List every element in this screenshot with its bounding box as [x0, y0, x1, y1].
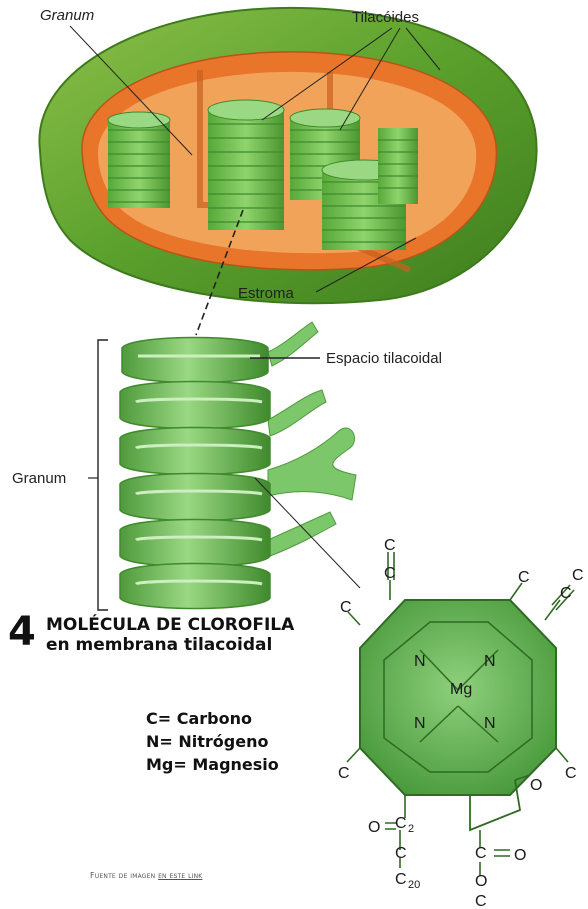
atom-c-left: C [340, 599, 352, 616]
atom-n-4: N [484, 715, 496, 732]
label-granum-side: Granum [12, 470, 66, 487]
section-title: MOLÉCULA DE CLOROFILA en membrana tilaco… [46, 615, 294, 655]
atom-c-sub-20: 20 [408, 879, 420, 891]
atom-c-vinyl-top: C [384, 537, 396, 554]
label-espacio-tilacoidal: Espacio tilacoidal [326, 350, 442, 367]
legend-nitrogeno: N= Nitrógeno [146, 730, 279, 753]
atom-c-sub-2: 2 [408, 823, 414, 835]
grana-stack-1 [108, 112, 170, 208]
atom-c-right: C [518, 569, 530, 586]
atom-c-carbonyl: C [395, 845, 407, 862]
label-granum-top: Granum [40, 7, 94, 24]
atom-c-ethyl: C [560, 585, 572, 602]
thylakoid-disk-2 [120, 382, 270, 429]
methyl-bottom-left [347, 748, 360, 762]
atom-c-phytol: C [395, 871, 407, 888]
grana-stack-5 [378, 128, 418, 204]
thylakoid-disk-6 [120, 564, 270, 609]
atom-o-ester: O [514, 847, 526, 864]
atom-c-vinyl: C [384, 565, 396, 582]
granum-bracket [98, 340, 108, 610]
methyl-bottom-right [556, 748, 568, 762]
atom-n-2: N [484, 653, 496, 670]
section-number: 4 [8, 612, 36, 652]
atom-o-ester-2: O [475, 873, 487, 890]
atom-c-ester: C [475, 845, 487, 862]
atom-c-bottom-right: C [565, 765, 577, 782]
atom-c-methyl: C [475, 893, 487, 909]
chlorophyll-molecule: Mg N N N N C C C C C C C C C 2 O C C 20 … [338, 537, 584, 909]
section-title-line2: en membrana tilacoidal [46, 635, 294, 655]
atom-c-ethyl-end: C [572, 567, 584, 584]
atom-c-chain: C [395, 815, 407, 832]
source-prefix: Fuente de imagen [90, 871, 155, 880]
source-link[interactable]: en este link [158, 871, 202, 880]
atom-n-1: N [414, 653, 426, 670]
image-source: Fuente de imagen en este link [90, 871, 202, 880]
legend-carbono: C= Carbono [146, 707, 279, 730]
atom-n-3: N [414, 715, 426, 732]
atom-mg: Mg [450, 681, 472, 698]
label-tilacoides: Tilacóides [352, 9, 419, 26]
atom-c-bottom-left: C [338, 765, 350, 782]
atom-legend: C= Carbono N= Nitrógeno Mg= Magnesio [146, 707, 279, 776]
label-estroma: Estroma [238, 285, 295, 302]
chloroplast [39, 8, 536, 303]
atom-o-keto: O [530, 777, 542, 794]
thylakoid-disk-1 [122, 338, 268, 383]
section-title-line1: MOLÉCULA DE CLOROFILA [46, 615, 294, 635]
grana-stack-2 [208, 100, 284, 230]
legend-magnesio: Mg= Magnesio [146, 753, 279, 776]
thylakoid-disk-5 [120, 520, 270, 567]
atom-o-left: O [368, 819, 380, 836]
thylakoid-disk-4 [120, 474, 270, 521]
thylakoid-disk-3 [120, 428, 270, 475]
granum-zoom [120, 322, 356, 609]
